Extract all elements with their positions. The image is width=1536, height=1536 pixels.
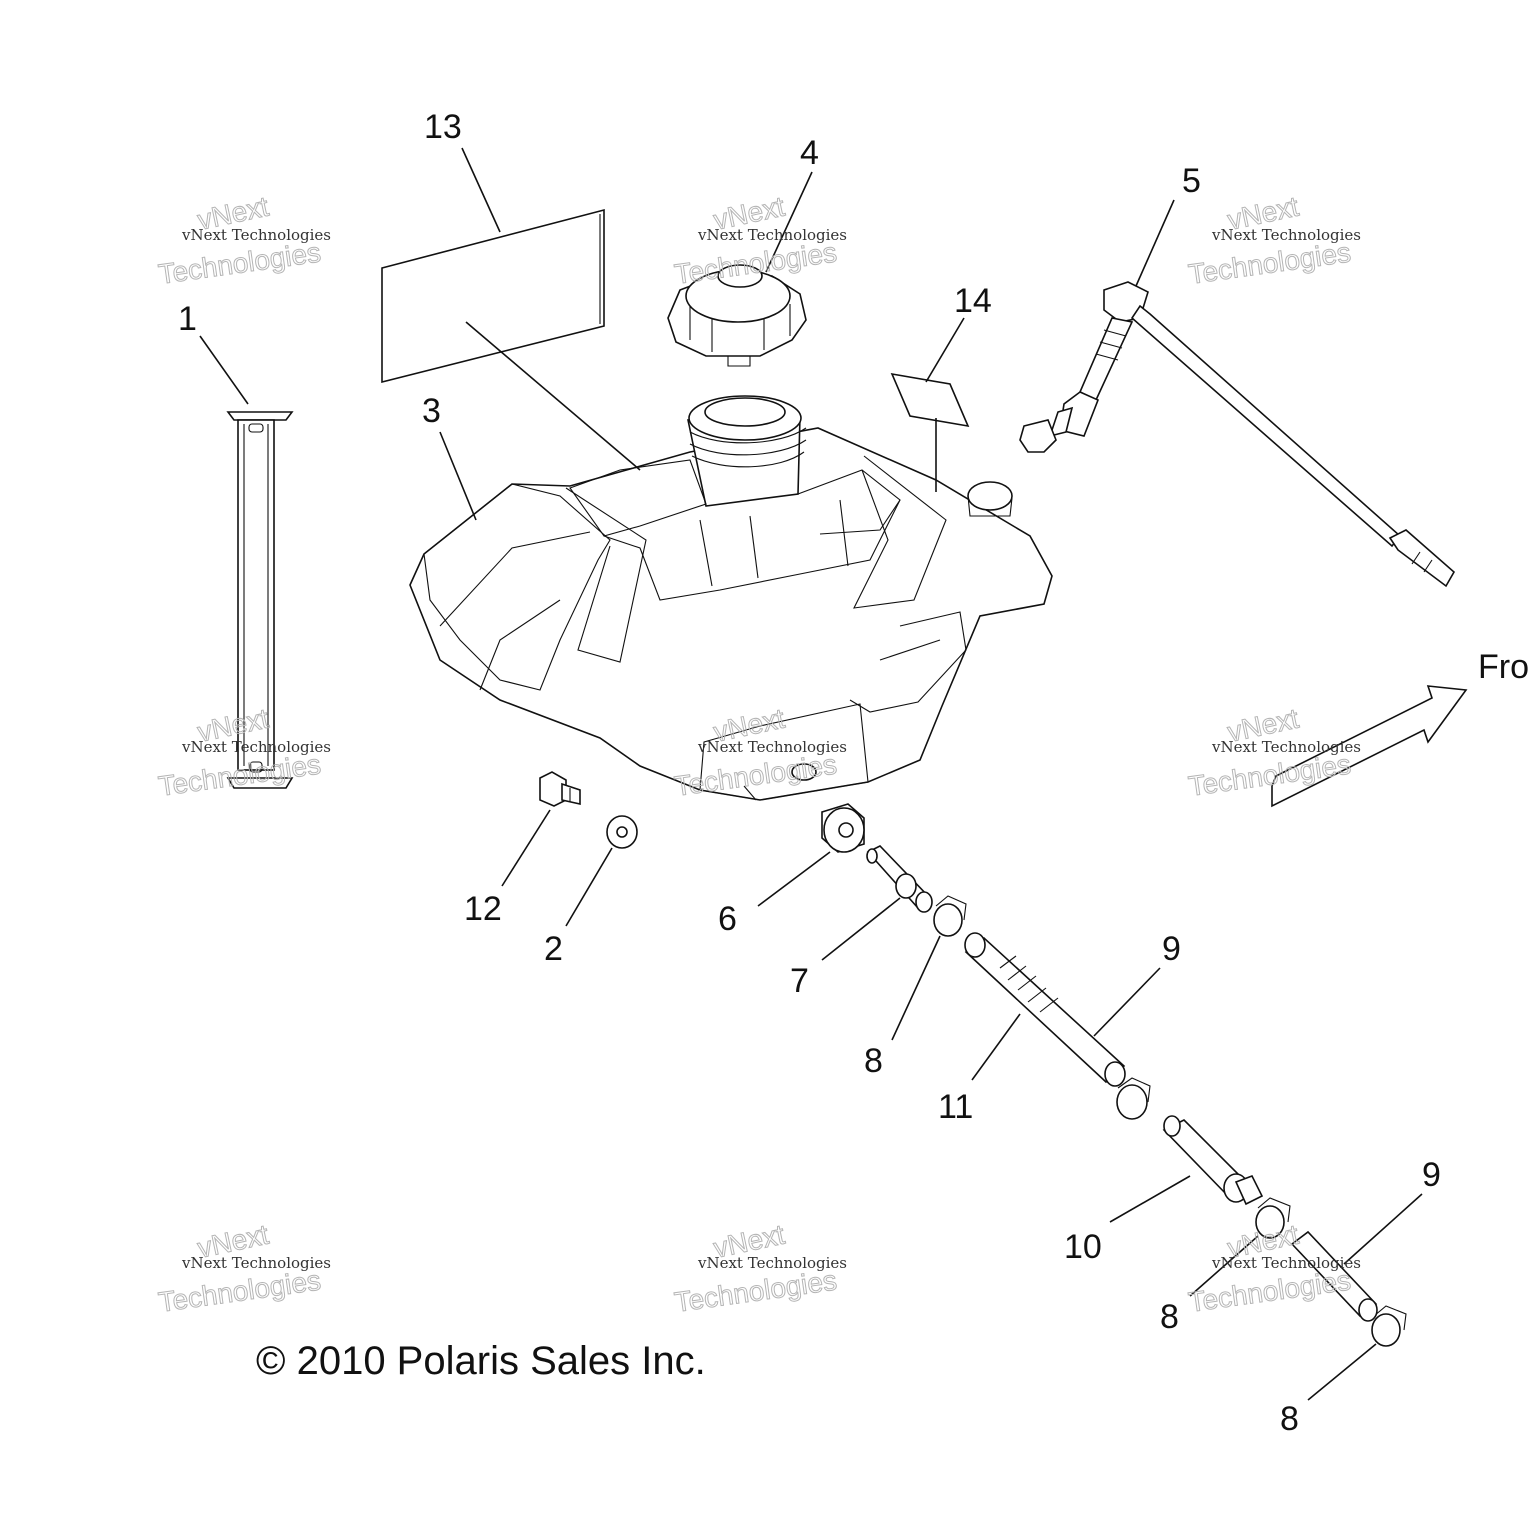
svg-text:Technologies: Technologies	[673, 1264, 839, 1317]
part-10-filter	[1162, 1115, 1264, 1206]
svg-text:Technologies: Technologies	[1187, 748, 1353, 801]
svg-text:vNext Technologies: vNext Technologies	[1211, 226, 1361, 244]
svg-text:vNext Technologies: vNext Technologies	[181, 1254, 331, 1272]
watermark: vNext vNext Technologies Technologies	[672, 190, 847, 290]
callout-4: 4	[800, 134, 819, 172]
watermark: vNext vNext Technologies Technologies	[1186, 190, 1361, 290]
part-11-sleeve	[999, 955, 1059, 1013]
callout-7: 7	[790, 962, 809, 1000]
callout-9-lower: 9	[1422, 1156, 1441, 1194]
part-13-label	[381, 208, 605, 384]
part-8-clamp	[933, 895, 967, 937]
copyright-notice: © 2010 Polaris Sales Inc.	[256, 1339, 706, 1383]
part-7-fitting	[866, 845, 933, 913]
callout-8-b: 8	[1160, 1298, 1179, 1336]
svg-text:vNext Technologies: vNext Technologies	[697, 738, 847, 756]
callout-13: 13	[424, 108, 462, 146]
callout-14: 14	[954, 282, 992, 320]
callouts: 1 2 3 4 5 6 7 8 9 10 11 12 13 14 9 8 8 F…	[178, 108, 1529, 1438]
part-14-decal	[890, 372, 970, 428]
callout-2: 2	[544, 930, 563, 968]
callout-5: 5	[1182, 162, 1201, 200]
part-2-washer	[606, 815, 638, 849]
watermark: vNext vNext Technologies Technologies	[672, 1218, 847, 1318]
callout-3: 3	[422, 392, 441, 430]
svg-text:vNext Technologies: vNext Technologies	[697, 226, 847, 244]
svg-text:Technologies: Technologies	[157, 1264, 323, 1317]
part-8-clamp	[1255, 1197, 1291, 1239]
svg-text:vNext Technologies: vNext Technologies	[697, 1254, 847, 1272]
callout-9: 9	[1162, 930, 1181, 968]
front-arrow	[1271, 685, 1468, 808]
callout-1: 1	[178, 300, 197, 338]
watermark: vNext vNext Technologies Technologies	[156, 190, 331, 290]
svg-text:vNext Technologies: vNext Technologies	[181, 226, 331, 244]
watermark: vNext vNext Technologies Technologies	[156, 702, 331, 802]
watermark: vNext vNext Technologies Technologies	[1186, 1218, 1361, 1318]
part-8-clamp	[1371, 1305, 1407, 1347]
part-12-bolt	[539, 771, 581, 807]
part-9-hose	[964, 932, 1126, 1087]
callout-8-c: 8	[1280, 1400, 1299, 1438]
watermark: vNext vNext Technologies Technologies	[156, 1218, 331, 1318]
callout-8: 8	[864, 1042, 883, 1080]
part-3-fuel-tank	[409, 395, 1053, 801]
part-5-sender	[1019, 281, 1456, 588]
svg-text:vNext Technologies: vNext Technologies	[1211, 1254, 1361, 1272]
part-1-strap	[226, 411, 294, 789]
callout-6: 6	[718, 900, 737, 938]
part-8-clamp	[1116, 1077, 1151, 1120]
svg-text:Technologies: Technologies	[1187, 1264, 1353, 1317]
callout-11: 11	[938, 1088, 973, 1126]
svg-text:Technologies: Technologies	[1187, 236, 1353, 289]
callout-12: 12	[464, 890, 502, 928]
watermark: vNext vNext Technologies Technologies	[1186, 702, 1361, 802]
svg-text:vNext Technologies: vNext Technologies	[181, 738, 331, 756]
callout-10: 10	[1064, 1228, 1102, 1266]
svg-text:Technologies: Technologies	[157, 236, 323, 289]
front-label: Fro	[1478, 648, 1529, 686]
part-4-fuel-cap	[667, 264, 807, 367]
part-9-hose	[1290, 1230, 1378, 1322]
leader-lines	[199, 147, 1423, 1401]
svg-text:vNext Technologies: vNext Technologies	[1211, 738, 1361, 756]
part-6-grommet	[821, 803, 865, 853]
